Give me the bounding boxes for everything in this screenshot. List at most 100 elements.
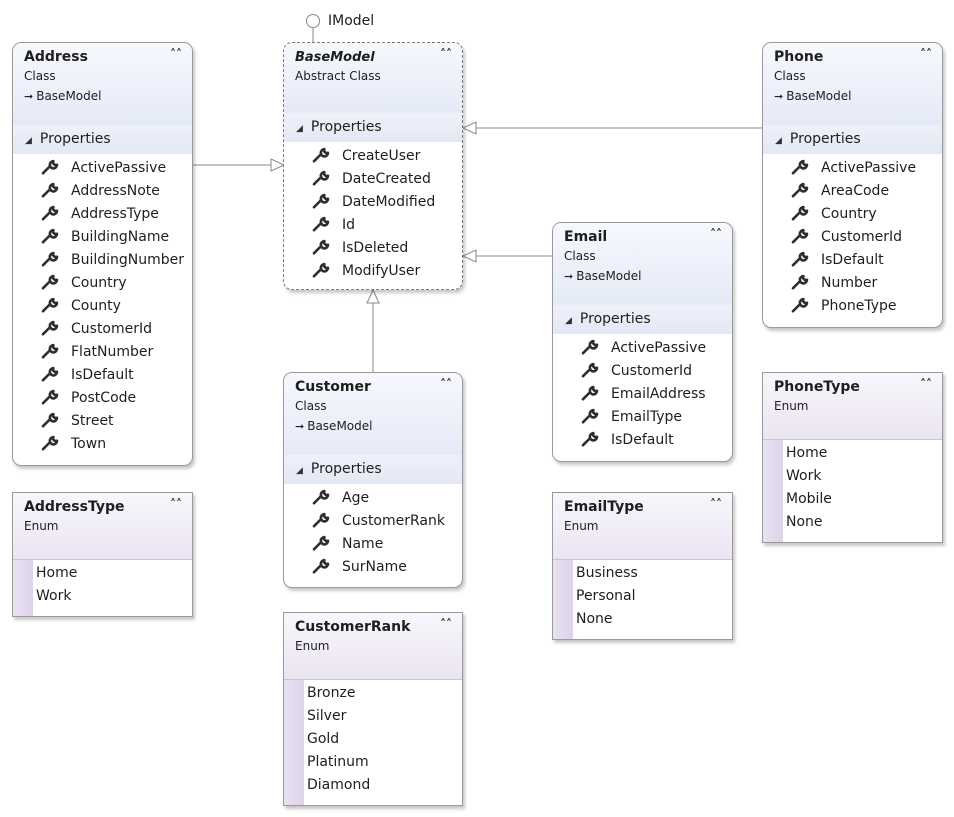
property-row[interactable]: AreaCode: [763, 180, 942, 203]
property-row[interactable]: CustomerId: [13, 318, 192, 341]
class-address[interactable]: Address Class ➞BaseModel ˄˄ ◢Properties …: [12, 42, 193, 466]
enum-stereotype: Enum: [774, 399, 809, 413]
property-row[interactable]: County: [13, 295, 192, 318]
enum-value[interactable]: Diamond: [307, 777, 371, 793]
property-row[interactable]: AddressNote: [13, 180, 192, 203]
property-name: Age: [342, 490, 370, 506]
property-row[interactable]: EmailType: [553, 406, 732, 429]
wrench-icon: [312, 193, 332, 209]
properties-section-header[interactable]: ◢Properties: [13, 125, 192, 154]
enum-header: EmailType Enum ˄˄: [553, 493, 732, 559]
property-row[interactable]: Id: [284, 214, 462, 237]
class-phone[interactable]: Phone Class ➞BaseModel ˄˄ ◢Properties Ac…: [762, 42, 943, 328]
property-name: IsDefault: [71, 367, 134, 383]
properties-section-header[interactable]: ◢Properties: [553, 305, 732, 334]
property-row[interactable]: IsDefault: [553, 429, 732, 452]
property-row[interactable]: PostCode: [13, 387, 192, 410]
collapse-icon[interactable]: ˄˄: [170, 47, 182, 61]
wrench-icon: [791, 297, 811, 313]
enum-value[interactable]: Work: [786, 468, 822, 484]
wrench-icon: [41, 412, 61, 428]
enum-name: PhoneType: [774, 379, 860, 395]
triangle-down-icon: ◢: [775, 136, 782, 146]
property-row[interactable]: Town: [13, 433, 192, 456]
wrench-icon: [791, 182, 811, 198]
inherits-arrow-icon: ➞: [24, 90, 34, 103]
property-row[interactable]: DateCreated: [284, 168, 462, 191]
enum-value[interactable]: Mobile: [786, 491, 832, 507]
triangle-down-icon: ◢: [296, 124, 303, 134]
property-row[interactable]: Country: [13, 272, 192, 295]
collapse-icon[interactable]: ˄˄: [710, 497, 722, 511]
collapse-icon[interactable]: ˄˄: [440, 47, 452, 61]
interface-label: IModel: [328, 13, 375, 29]
property-name: IsDeleted: [342, 240, 409, 256]
enum-value[interactable]: None: [786, 514, 823, 530]
property-row[interactable]: Street: [13, 410, 192, 433]
class-stereotype: Class: [24, 69, 56, 83]
enum-value[interactable]: Silver: [307, 708, 347, 724]
class-customer[interactable]: Customer Class ➞BaseModel ˄˄ ◢Properties…: [283, 372, 463, 588]
property-row[interactable]: BuildingName: [13, 226, 192, 249]
property-row[interactable]: ActivePassive: [553, 337, 732, 360]
enum-value[interactable]: None: [576, 611, 613, 627]
collapse-icon[interactable]: ˄˄: [440, 617, 452, 631]
property-row[interactable]: SurName: [284, 556, 462, 579]
section-label: Properties: [789, 131, 861, 147]
property-row[interactable]: CustomerId: [553, 360, 732, 383]
property-row[interactable]: FlatNumber: [13, 341, 192, 364]
enum-value[interactable]: Bronze: [307, 685, 356, 701]
property-row[interactable]: IsDefault: [763, 249, 942, 272]
collapse-icon[interactable]: ˄˄: [920, 47, 932, 61]
property-row[interactable]: ActivePassive: [13, 157, 192, 180]
wrench-icon: [791, 228, 811, 244]
wrench-icon: [41, 343, 61, 359]
properties-section-header[interactable]: ◢Properties: [284, 455, 462, 484]
enum-value[interactable]: Personal: [576, 588, 636, 604]
wrench-icon: [41, 274, 61, 290]
property-row[interactable]: CustomerId: [763, 226, 942, 249]
property-row[interactable]: Name: [284, 533, 462, 556]
class-email[interactable]: Email Class ➞BaseModel ˄˄ ◢Properties Ac…: [552, 222, 733, 462]
collapse-icon[interactable]: ˄˄: [170, 497, 182, 511]
property-row[interactable]: CustomerRank: [284, 510, 462, 533]
property-row[interactable]: DateModified: [284, 191, 462, 214]
property-name: CustomerRank: [342, 513, 445, 529]
enum-value[interactable]: Gold: [307, 731, 340, 747]
enum-name: CustomerRank: [295, 619, 411, 635]
enum-value[interactable]: Platinum: [307, 754, 369, 770]
class-basemodel[interactable]: BaseModel Abstract Class ˄˄ ◢Properties …: [283, 42, 463, 290]
inherits-arrow-icon: ➞: [774, 90, 784, 103]
enum-value[interactable]: Business: [576, 565, 638, 581]
triangle-down-icon: ◢: [25, 136, 32, 146]
properties-section-header[interactable]: ◢ Properties: [763, 125, 942, 154]
property-row[interactable]: IsDeleted: [284, 237, 462, 260]
properties-section-header[interactable]: ◢Properties: [284, 113, 462, 142]
enum-value[interactable]: Home: [786, 445, 828, 461]
property-row[interactable]: Age: [284, 487, 462, 510]
property-row[interactable]: PhoneType: [763, 295, 942, 318]
property-row[interactable]: BuildingNumber: [13, 249, 192, 272]
property-name: Country: [821, 206, 877, 222]
property-row[interactable]: Number: [763, 272, 942, 295]
wrench-icon: [41, 297, 61, 313]
property-row[interactable]: EmailAddress: [553, 383, 732, 406]
collapse-icon[interactable]: ˄˄: [920, 377, 932, 391]
property-row[interactable]: CreateUser: [284, 145, 462, 168]
property-row[interactable]: AddressType: [13, 203, 192, 226]
enum-value[interactable]: Work: [36, 588, 72, 604]
property-row[interactable]: IsDefault: [13, 364, 192, 387]
collapse-icon[interactable]: ˄˄: [710, 227, 722, 241]
collapse-icon[interactable]: ˄˄: [440, 377, 452, 391]
enum-header: AddressType Enum ˄˄: [13, 493, 192, 559]
wrench-icon: [41, 159, 61, 175]
property-row[interactable]: ModifyUser: [284, 260, 462, 283]
inherits-label: BaseModel: [786, 89, 852, 103]
enum-value[interactable]: Home: [36, 565, 78, 581]
property-row[interactable]: ActivePassive: [763, 157, 942, 180]
property-row[interactable]: Country: [763, 203, 942, 226]
